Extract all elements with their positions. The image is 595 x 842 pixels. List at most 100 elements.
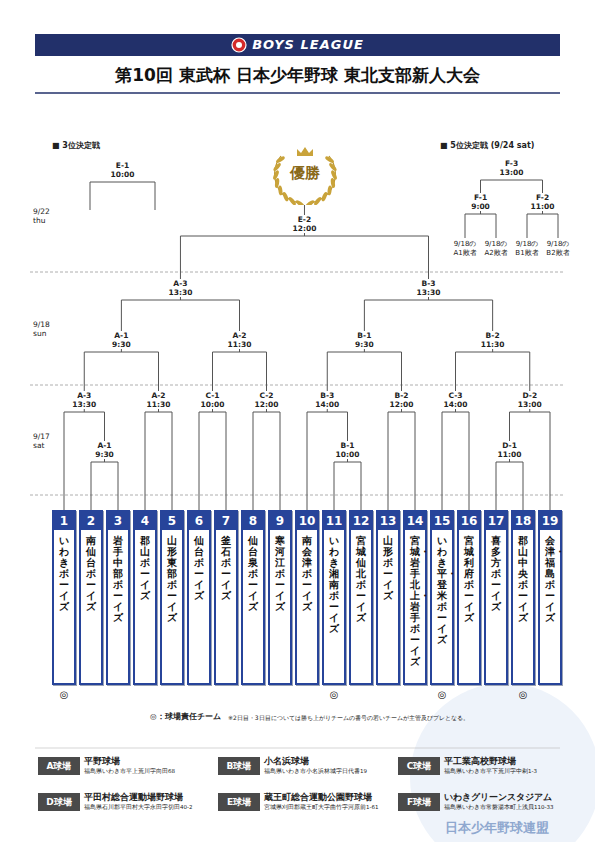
- day-separator: [30, 272, 565, 273]
- match-label: 11:00: [530, 202, 556, 211]
- match-label: B-3: [420, 279, 436, 288]
- banner-text: BOYS LEAGUE: [252, 34, 364, 56]
- team-number: 8: [243, 512, 263, 530]
- laurel-leaf: [328, 162, 338, 172]
- note-label: ◎: [330, 689, 339, 702]
- team-name: 仙台泉ボーイズ: [248, 535, 258, 612]
- league-emblem: [231, 37, 247, 53]
- day-separator: [30, 385, 565, 386]
- team-number: 17: [486, 512, 506, 530]
- team-box: 11いわき湘南ボーイズ: [322, 510, 346, 685]
- match-label: 10:00: [200, 400, 226, 409]
- note-label: 平工業高校野球場: [444, 756, 516, 767]
- bracket-line: [388, 412, 415, 510]
- match-label: A-2: [150, 391, 166, 400]
- note-label: ※2日目・3日目については勝ち上がりチームの番号の若いチームが主管及びプレとなる…: [228, 714, 469, 722]
- laurel-leaf: [277, 185, 282, 195]
- match-label: B-3: [319, 391, 335, 400]
- note-label: 福島県石川郡平田村大字永田字切田40-2: [84, 804, 192, 811]
- team-number: 18: [513, 512, 533, 530]
- laurel-leaf: [327, 185, 332, 195]
- team-number: 9: [270, 512, 290, 530]
- note-label: 平田村総合運動場野球場: [84, 792, 183, 803]
- bracket-line: [90, 182, 155, 210]
- team-number: 10: [297, 512, 317, 530]
- team-box: 18 郡山中央ボーイズ: [511, 510, 535, 685]
- note-label: 9/22 thu: [33, 207, 59, 226]
- league-banner: BOYS LEAGUE: [35, 34, 560, 56]
- team-name: 宮城仙北ボーイズ: [356, 535, 366, 623]
- team-box: 1 いわきボーイズ: [52, 510, 76, 685]
- venue-tag: A球場: [38, 757, 80, 775]
- bracket-line: [64, 412, 105, 510]
- laurel-leaf: [275, 155, 286, 164]
- match-label: E-2: [297, 215, 312, 224]
- match-label: 10:00: [335, 450, 361, 459]
- match-label: F-1: [473, 193, 488, 202]
- team-box: 15いわき平・登米ボーイズ: [430, 510, 454, 685]
- laurel-leaf: [281, 191, 289, 202]
- match-label: 12:00: [292, 224, 318, 233]
- match-label: 13:00: [517, 400, 543, 409]
- team-box: 8 仙台泉ボーイズ: [241, 510, 265, 685]
- match-label: 13:30: [71, 400, 97, 409]
- match-label: C-3: [447, 391, 463, 400]
- bracket-line: [180, 205, 428, 300]
- note-label: 福島県いわき市小名浜林城字日代番19: [264, 768, 367, 775]
- team-name: 南仙台ボーイズ: [86, 535, 96, 612]
- match-label: 9:30: [354, 340, 375, 349]
- team-box: 3 岩手中部ボーイズ: [106, 510, 130, 685]
- team-name: 喜多方ボーイズ: [491, 535, 501, 612]
- team-name: 岩手中部ボーイズ: [113, 535, 123, 623]
- team-name: 山形ボーイズ: [383, 535, 393, 601]
- venue-code: F球場: [407, 797, 431, 807]
- bracket-line: [510, 412, 551, 510]
- team-box: 4郡山ボーイズ: [133, 510, 157, 685]
- venue-tag: E球場: [218, 793, 260, 811]
- match-label: A-1: [96, 441, 112, 450]
- team-box: 10南会津ボーイズ: [295, 510, 319, 685]
- match-label: 9:30: [94, 450, 115, 459]
- bracket-line: [121, 300, 239, 352]
- note-label: 平野球場: [84, 756, 120, 767]
- team-box: 12宮城仙北ボーイズ: [349, 510, 373, 685]
- team-name: いわきボーイズ: [59, 535, 69, 612]
- match-label: 13:00: [499, 168, 525, 177]
- team-box: 6仙台ボーイズ: [187, 510, 211, 685]
- team-name: 郡山中央ボーイズ: [518, 535, 528, 623]
- match-label: A-2: [231, 331, 247, 340]
- team-name: 山形東部ボーイズ: [167, 535, 177, 623]
- bracket-lines: [64, 180, 558, 510]
- team-number: 1: [54, 512, 74, 530]
- match-label: E-1: [115, 161, 130, 170]
- team-box: 7釜石ボーイズ: [214, 510, 238, 685]
- day-separator: [30, 495, 565, 496]
- venue-tag: D球場: [38, 793, 80, 811]
- match-label: 12:00: [254, 400, 280, 409]
- team-box: 2南仙台ボーイズ: [79, 510, 103, 685]
- match-label: D-2: [521, 391, 538, 400]
- note-label: 小名浜球場: [264, 756, 309, 767]
- match-label: 9:30: [111, 340, 132, 349]
- team-number: 11: [324, 512, 344, 530]
- team-box: 19会津・福島ボーイズ: [538, 510, 562, 685]
- team-number: 3: [108, 512, 128, 530]
- venue-code: C球場: [407, 761, 432, 771]
- note-label: いわきグリーンスタジアム: [444, 792, 552, 803]
- note-label: ◎: [438, 689, 447, 702]
- note-label: 福島県いわき市平下荒川字中剃1-3: [444, 768, 537, 775]
- match-label: 14:00: [443, 400, 469, 409]
- note-label: ◎: [519, 689, 528, 702]
- laurel-leaf: [272, 162, 282, 172]
- emblem-ring: [232, 38, 246, 52]
- match-label: B-1: [339, 441, 355, 450]
- note-label: ■ 5位決定戦 (9/24 sat): [440, 141, 534, 151]
- team-name: 宮城利府ボーイズ: [464, 535, 474, 623]
- match-label: F-3: [504, 159, 519, 168]
- team-number: 13: [378, 512, 398, 530]
- match-label: A-1: [113, 331, 129, 340]
- team-name: 郡山ボーイズ: [140, 535, 150, 601]
- laurel-leaf: [324, 155, 335, 164]
- legend-text: ◎：球場責任チーム: [150, 712, 221, 722]
